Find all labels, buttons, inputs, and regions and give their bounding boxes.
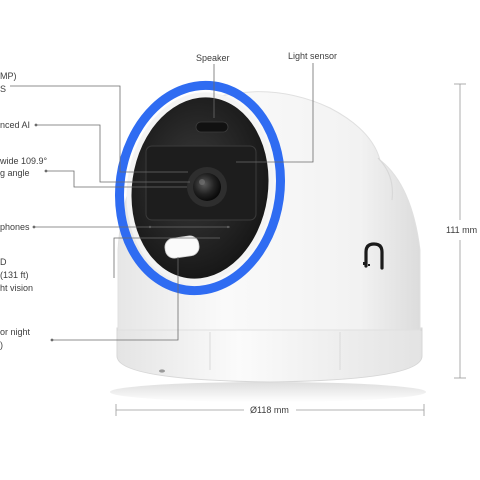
ubiquiti-u-logo-icon [363,242,384,270]
callout-ir-line1: D [0,257,7,267]
callout-dots [32,123,54,342]
height-dimension [454,83,466,379]
diameter-dimension-label: Ø118 mm [250,405,289,415]
diameter-dimension [115,404,425,416]
camera-base [116,327,423,383]
callout-night-line2: ) [0,340,3,350]
floor-shadow [110,382,426,402]
callout-leaders [10,63,314,341]
callout-sensor-line1: MP) [0,71,17,81]
callout-sensor-line2: S [0,84,7,94]
callout-mics: phones [0,222,30,232]
callout-ir-line3: ht vision [0,283,34,293]
speaker-grille [195,121,229,133]
callout-ai: nced AI [0,120,31,130]
height-dimension-label: 111 mm [446,225,478,235]
ir-led-window [164,235,200,259]
callout-ir-line2: (131 ft) [0,270,29,280]
callout-speaker: Speaker [196,53,230,63]
callout-night-line1: or night [0,327,31,337]
callout-fov-line1: wide 109.9° [0,156,48,166]
reset-hole [159,369,165,373]
callout-fov-line2: g angle [0,168,30,178]
callout-light-sensor: Light sensor [288,51,338,61]
